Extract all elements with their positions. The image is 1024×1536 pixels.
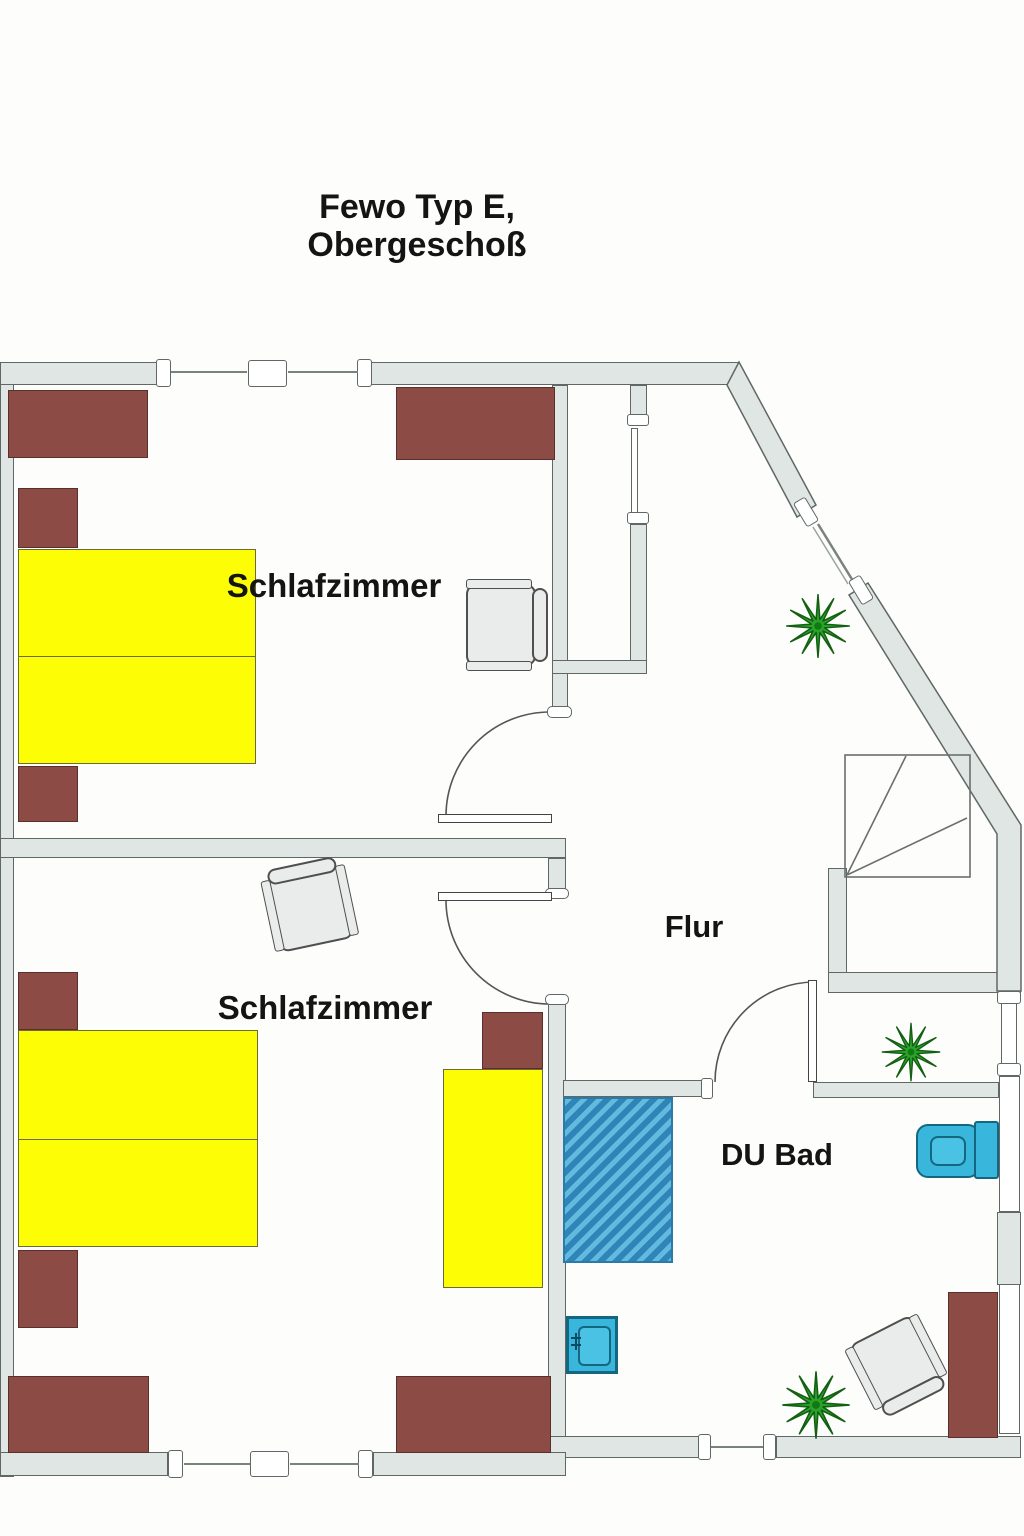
wall-stub-bedroom2-door bbox=[548, 858, 566, 889]
bed-divider bbox=[19, 656, 255, 657]
window-right-bath2 bbox=[999, 1284, 1020, 1434]
window-right-small bbox=[1001, 1003, 1017, 1064]
chair-back bbox=[879, 1373, 948, 1419]
door-arc-bedroom-top bbox=[445, 711, 551, 817]
faucet-icon bbox=[575, 1333, 577, 1350]
window-jamb bbox=[997, 1063, 1021, 1076]
bed-divider bbox=[19, 1139, 257, 1140]
window-jamb bbox=[156, 359, 171, 387]
wardrobe bbox=[8, 390, 148, 458]
wall-right-mid bbox=[997, 1212, 1021, 1285]
door-leaf-bedroom-top bbox=[438, 814, 552, 823]
door-arc-bathroom bbox=[714, 981, 816, 1083]
wall-bottom-left-a bbox=[0, 1452, 168, 1476]
window-glass-diagonal bbox=[816, 523, 855, 582]
wardrobe bbox=[396, 1376, 551, 1453]
chair-back bbox=[532, 588, 548, 662]
window-glass bbox=[184, 1463, 250, 1465]
window-jamb-diagonal bbox=[847, 574, 875, 606]
room-label-bedroom-top: Schlafzimmer bbox=[226, 567, 442, 604]
window-right-bath1 bbox=[999, 1076, 1020, 1212]
wardrobe bbox=[8, 1376, 149, 1453]
bath-cabinet bbox=[948, 1292, 998, 1438]
toilet-bowl-inner bbox=[930, 1136, 966, 1166]
room-label-bathroom: DU Bad bbox=[721, 1137, 833, 1172]
nightstand bbox=[18, 972, 78, 1030]
nightstand bbox=[18, 766, 78, 822]
window-glass bbox=[290, 1463, 359, 1465]
plant-icon bbox=[783, 1372, 849, 1438]
wall-shaft-bottom bbox=[552, 660, 647, 674]
wall-stairwell-bottom bbox=[828, 972, 1021, 993]
shaft-door bbox=[631, 428, 638, 513]
nightstand bbox=[18, 1250, 78, 1328]
window-jamb bbox=[358, 1450, 373, 1478]
room-label-hallway: Flur bbox=[664, 909, 724, 944]
double-bed bbox=[18, 1030, 258, 1247]
door-jamb bbox=[547, 706, 572, 718]
stairs bbox=[844, 754, 971, 878]
window-jamb bbox=[357, 359, 372, 387]
armchair bbox=[844, 1313, 948, 1419]
wall-bath-top-right bbox=[813, 1082, 999, 1098]
window-jamb bbox=[168, 1450, 183, 1478]
door-jamb bbox=[701, 1078, 713, 1099]
door-leaf-bathroom bbox=[808, 980, 817, 1082]
armchair bbox=[260, 855, 360, 954]
wall-shaft-right bbox=[630, 524, 647, 674]
wall-bottom-bath-a bbox=[548, 1436, 700, 1458]
armrest bbox=[260, 879, 285, 953]
wall-diagonal-upper bbox=[726, 360, 817, 519]
wall-bath-top-left bbox=[563, 1080, 713, 1097]
single-bed bbox=[443, 1069, 543, 1288]
plant-icon bbox=[882, 1023, 939, 1080]
door-jamb bbox=[545, 994, 569, 1005]
door-leaf-bedroom-bottom bbox=[438, 892, 552, 901]
toilet-tank bbox=[974, 1121, 999, 1179]
wall-bottom-bath-b bbox=[776, 1436, 1021, 1458]
wall-top-b bbox=[370, 362, 740, 385]
wall-middle bbox=[0, 838, 566, 858]
window-glass bbox=[288, 371, 358, 373]
wall-left bbox=[0, 362, 14, 1477]
plan-title-line2: Obergeschoß bbox=[307, 226, 527, 264]
wall-diagonal-lower bbox=[847, 581, 1022, 992]
armrest bbox=[334, 863, 360, 937]
wall-shaft-right-stub bbox=[630, 385, 647, 415]
window-glass-diagonal bbox=[812, 526, 849, 585]
window-mullion bbox=[248, 360, 287, 387]
plan-title-line1: Fewo Typ E, bbox=[319, 188, 515, 226]
wall-bottom-left-b bbox=[373, 1452, 566, 1476]
window-glass bbox=[171, 371, 247, 373]
door-arc-bedroom-bottom bbox=[445, 899, 551, 1005]
armchair bbox=[466, 579, 548, 671]
armrest bbox=[844, 1345, 884, 1411]
armrest bbox=[908, 1313, 948, 1379]
room-label-bedroom-bottom: Schlafzimmer bbox=[217, 989, 433, 1026]
plan-title: Fewo Typ E, Obergeschoß bbox=[307, 188, 526, 264]
nightstand bbox=[18, 488, 78, 548]
window-glass bbox=[711, 1446, 764, 1448]
window-jamb bbox=[763, 1434, 776, 1460]
window-jamb bbox=[698, 1434, 711, 1460]
plant-icon bbox=[787, 595, 850, 658]
shower bbox=[563, 1097, 673, 1263]
bed-headboard bbox=[482, 1012, 543, 1069]
chair-back bbox=[265, 855, 338, 886]
double-bed bbox=[18, 549, 256, 764]
washbasin-inner bbox=[578, 1326, 611, 1366]
window-jamb-diagonal bbox=[792, 496, 820, 528]
wardrobe bbox=[396, 387, 555, 460]
wall-top-a bbox=[0, 362, 160, 385]
shaft-door-jamb bbox=[627, 414, 649, 426]
armrest bbox=[466, 579, 532, 589]
window-mullion bbox=[250, 1451, 289, 1477]
armrest bbox=[466, 661, 532, 671]
shaft-door-jamb bbox=[627, 512, 649, 524]
